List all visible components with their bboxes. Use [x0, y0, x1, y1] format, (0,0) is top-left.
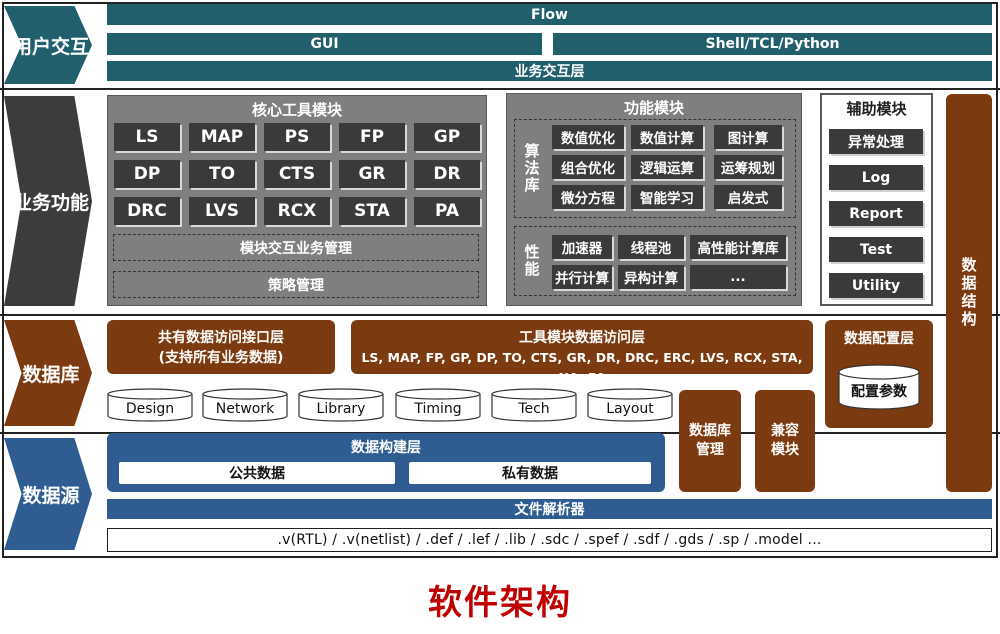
tool-tile-cts: CTS: [264, 160, 330, 188]
db-management-label: 数据库管理: [689, 423, 731, 458]
config-params-cylinder: [838, 364, 920, 410]
algo-item: 微分方程: [552, 185, 624, 209]
function-modules-title: 功能模块: [623, 99, 684, 117]
perf-item: 高性能计算库: [690, 235, 786, 259]
policy-mgmt: 策略管理: [113, 271, 479, 298]
database-label: Tech: [518, 401, 550, 417]
compat-module-box: 兼容模块: [755, 390, 815, 492]
module-interaction-mgmt: 模块交互业务管理: [113, 234, 479, 261]
database-label: Network: [215, 401, 275, 417]
tool-tile-ps: PS: [264, 123, 330, 151]
algo-item: 数值计算: [631, 125, 703, 149]
database-cylinder-design: [107, 388, 193, 422]
aux-item-utility: Utility: [829, 273, 923, 298]
tool-tile-to: TO: [189, 160, 255, 188]
interaction-layer-label: 业务交互层: [514, 64, 585, 80]
aux-item-test: Test: [829, 237, 923, 262]
file-parser-label: 文件解析器: [514, 502, 585, 518]
policy-mgmt-label: 策略管理: [268, 277, 324, 294]
perf-item: 线程池: [618, 235, 684, 259]
flow-label: Flow: [531, 6, 568, 23]
aux-item-report: Report: [829, 201, 923, 226]
gui-label: GUI: [310, 36, 339, 52]
database-label: Timing: [414, 401, 462, 417]
layer-label-text: 数据库: [22, 363, 80, 386]
tool-tile-dp: DP: [114, 160, 180, 188]
database-cylinder-tech: [491, 388, 577, 422]
tool-tile-ls: LS: [114, 123, 180, 151]
core-tools-title: 核心工具模块: [251, 101, 342, 119]
module-interaction-mgmt-label: 模块交互业务管理: [240, 240, 352, 257]
data-structure-label: 数据结构: [959, 257, 978, 329]
tool-access-layer: 工具模块数据访问层 LS, MAP, FP, GP, DP, TO, CTS, …: [351, 320, 813, 385]
tool-access-title: 工具模块数据访问层: [519, 330, 645, 346]
file-formats-box: .v(RTL) / .v(netlist) / .def / .lef / .l…: [107, 528, 992, 552]
figure-caption: 软件架构: [428, 583, 572, 623]
aux-modules-title: 辅助模块: [846, 100, 907, 118]
database-label: Layout: [606, 401, 654, 417]
database-cylinder-layout: [587, 388, 673, 422]
tool-tile-lvs: LVS: [189, 197, 255, 225]
layer-label-text: 用户交互: [12, 35, 89, 58]
perf-item: ...: [690, 265, 786, 289]
public-data-tile: 公共数据: [119, 462, 395, 484]
shell-label: Shell/TCL/Python: [705, 36, 840, 52]
flow-bar: Flow: [107, 4, 992, 25]
tool-tile-map: MAP: [189, 123, 255, 151]
tool-tile-gp: GP: [414, 123, 480, 151]
config-params-label: 配置参数: [851, 384, 907, 400]
tool-tile-dr: DR: [414, 160, 480, 188]
private-data-label: 私有数据: [502, 466, 558, 482]
tool-tile-fp: FP: [339, 123, 405, 151]
perf-item: 并行计算: [552, 265, 612, 289]
algo-item: 数值优化: [552, 125, 624, 149]
database-cylinder-timing: [395, 388, 481, 422]
tool-tile-gr: GR: [339, 160, 405, 188]
algo-item: 逻辑运算: [631, 155, 703, 179]
layer-separator: [0, 314, 1000, 316]
db-management-box: 数据库管理: [679, 390, 741, 492]
config-layer-title: 数据配置层: [844, 331, 914, 347]
layer-label-text: 数据源: [22, 484, 80, 507]
database-cylinder-library: [298, 388, 384, 422]
tool-access-list: LS, MAP, FP, GP, DP, TO, CTS, GR, DR, DR…: [361, 350, 803, 385]
data-structure-column: 数据结构: [946, 94, 992, 492]
gui-bar: GUI: [107, 33, 542, 55]
algo-item: 运筹规划: [714, 155, 782, 179]
algo-item: 组合优化: [552, 155, 624, 179]
file-formats-label: .v(RTL) / .v(netlist) / .def / .lef / .l…: [277, 532, 822, 548]
tool-tile-sta: STA: [339, 197, 405, 225]
algo-item: 图计算: [714, 125, 782, 149]
algo-item: 智能学习: [631, 185, 703, 209]
database-label: Library: [316, 401, 366, 417]
tool-tile-pa: PA: [414, 197, 480, 225]
layer-label-data-source: 数据源: [4, 438, 92, 550]
shared-access-layer: 共有数据访问接口层 (支持所有业务数据): [107, 320, 335, 374]
database-cylinder-network: [202, 388, 288, 422]
shell-bar: Shell/TCL/Python: [553, 33, 992, 55]
tool-tile-rcx: RCX: [264, 197, 330, 225]
layer-separator: [0, 88, 1000, 90]
private-data-tile: 私有数据: [409, 462, 651, 484]
algo-library-box: [514, 119, 796, 218]
layer-label-text: 业务功能: [12, 191, 89, 214]
performance-box: [514, 226, 796, 296]
database-label: Design: [125, 401, 175, 417]
shared-access-title: 共有数据访问接口层: [158, 330, 284, 346]
aux-modules-panel: 辅助模块: [820, 93, 933, 306]
aux-item-异常处理: 异常处理: [829, 129, 923, 154]
aux-item-log: Log: [829, 165, 923, 190]
shared-access-subtitle: (支持所有业务数据): [158, 350, 284, 366]
algo-item: 启发式: [714, 185, 782, 209]
data-build-title: 数据构建层: [351, 440, 421, 456]
public-data-label: 公共数据: [229, 466, 285, 482]
perf-item: 异构计算: [618, 265, 684, 289]
algo-library-label: 算法库: [522, 143, 541, 194]
tool-tile-drc: DRC: [114, 197, 180, 225]
performance-label: 性能: [522, 244, 541, 278]
perf-item: 加速器: [552, 235, 612, 259]
interaction-layer-bar: 业务交互层: [107, 61, 992, 81]
file-parser-bar: 文件解析器: [107, 499, 992, 519]
compat-module-label: 兼容模块: [771, 423, 799, 458]
